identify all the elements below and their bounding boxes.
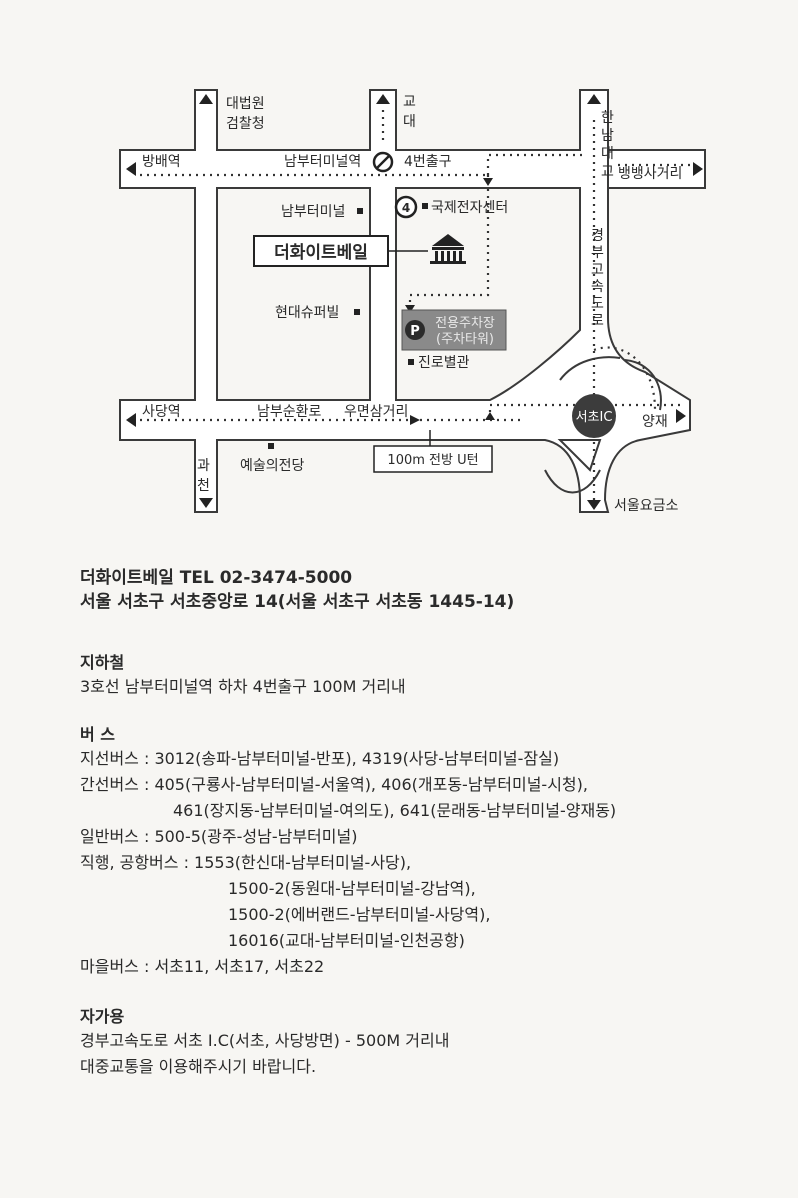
road-arrows <box>126 94 703 510</box>
bus-line: 직행, 공항버스 : 1553(한신대-남부터미널-사당), <box>80 853 412 872</box>
arrow-sadang-icon <box>126 413 136 427</box>
gyeongbu-label-3: 고 <box>591 262 604 278</box>
gyodae-label: 교 <box>403 94 416 110</box>
jinro-marker-icon <box>408 359 414 365</box>
route-yangjae-ramp <box>593 346 657 411</box>
parking-sub-label: (주차타워) <box>436 332 494 347</box>
arrow-route-icon <box>483 178 493 186</box>
hannam-label-3: 대 <box>601 146 614 162</box>
bus-line: 1500-2(동원대-남부터미널-강남역), <box>228 879 476 898</box>
uturn-note: 100m 전방 U턴 <box>373 430 493 473</box>
venue-label-box: 더화이트베일 <box>253 235 428 267</box>
yangjae-label: 양재 <box>642 414 668 430</box>
car-title: 자가용 <box>80 1007 125 1026</box>
bus-line: 간선버스 : 405(구룡사-남부터미널-서울역), 406(개포동-남부터미널… <box>80 775 588 794</box>
venue-address: 서울 서초구 서초중앙로 14(서울 서초구 서초동 1445-14) <box>80 592 515 612</box>
block-terminal <box>216 187 371 401</box>
parking-label: 전용주차장 <box>435 316 495 331</box>
exit4-badge-icon: 4 <box>394 195 418 219</box>
arrow-hannam-icon <box>587 94 601 104</box>
bus-line: 마을버스 : 서초11, 서초17, 서초22 <box>80 957 325 976</box>
arrow-gyodae-icon <box>376 94 390 104</box>
bus-title: 버 스 <box>80 725 116 744</box>
car-line: 대중교통을 이용해주시기 바랍니다. <box>80 1057 317 1076</box>
car-line: 경부고속도로 서초 I.C(서초, 사당방면) - 500M 거리내 <box>80 1031 450 1050</box>
venue-label: 더화이트베일 <box>274 243 368 263</box>
tollgate-label: 서울요금소 <box>614 498 679 514</box>
bus-line: 일반버스 : 500-5(광주-성남-남부터미널) <box>80 827 358 846</box>
court-label-2: 검찰청 <box>226 116 265 132</box>
hyundai-marker-icon <box>354 309 360 315</box>
building-icon <box>430 234 466 264</box>
directions-info: 더화이트베일 TEL 02-3474-5000 서울 서초구 서초중앙로 14(… <box>80 566 780 1080</box>
jinro-label: 진로별관 <box>418 355 470 371</box>
hannam-label-2: 남 <box>601 128 614 144</box>
bbaengbaeng-label: 뱅뱅사거리 <box>618 166 682 182</box>
gyeongbu-label-5: 도 <box>591 296 604 312</box>
arts-center-label: 예술의전당 <box>240 458 305 474</box>
city-blocks <box>216 149 706 401</box>
gwacheon-label: 과 <box>197 458 210 474</box>
no-entry-icon <box>372 151 394 173</box>
hannam-label-4: 교 <box>601 164 614 180</box>
bus-line: 461(장지동-남부터미널-여의도), 641(문래동-남부터미널-양재동) <box>173 801 617 820</box>
arrow-parking-icon <box>405 305 415 313</box>
venue-contact: 더화이트베일 TEL 02-3474-5000 <box>80 568 353 588</box>
gyeongbu-label-4: 속 <box>591 279 604 295</box>
bangbae-label: 방배역 <box>142 154 181 170</box>
seocho-ic-label: 서초IC <box>576 410 613 425</box>
arrow-yangjae-icon <box>676 409 686 423</box>
arrow-sadang-route-icon <box>410 415 420 425</box>
map-labels: 대법원 검찰청 교 대 한 남 대 교 방배역 남부터미널역 4번출구 뱅뱅사거… <box>142 94 682 514</box>
bus-line: 1500-2(에버랜드-남부터미널-사당역), <box>228 905 491 924</box>
arrow-gwacheon-icon <box>199 498 213 508</box>
poi-markers <box>268 203 428 449</box>
arrow-bangbae-icon <box>126 162 136 176</box>
subway-line: 3호선 남부터미널역 하차 4번출구 100M 거리내 <box>80 677 406 696</box>
exit4-label: 4번출구 <box>404 154 452 170</box>
routes <box>140 110 690 510</box>
block-east <box>607 149 706 189</box>
terminal-station-label: 남부터미널역 <box>284 154 361 170</box>
nambu-road-label: 남부순환로 <box>257 404 322 420</box>
terminal-label: 남부터미널 <box>281 204 345 220</box>
bus-line: 16016(교대-남부터미널-인천공항) <box>228 931 465 950</box>
subway-title: 지하철 <box>80 653 125 672</box>
gyeongbu-label-1: 경 <box>591 228 604 244</box>
terminal-marker-icon <box>357 208 363 214</box>
seocho-ic-badge: 서초IC <box>572 394 616 438</box>
intl-center-marker-icon <box>422 203 428 209</box>
arts-center-marker-icon <box>268 443 274 449</box>
intl-center-label: 국제전자센터 <box>431 200 508 216</box>
gwacheon-label-2: 천 <box>197 478 210 494</box>
hannam-label-1: 한 <box>601 110 614 126</box>
interchange <box>544 356 662 494</box>
location-map: 4 P 전용주차장 (주차타워) 서초IC 대법원 검찰청 교 대 <box>119 89 706 514</box>
route-uturn <box>488 403 520 420</box>
hyundai-label: 현대슈퍼빌 <box>275 305 339 321</box>
gyeongbu-label-2: 부 <box>591 245 604 261</box>
parking-icon: P <box>410 324 420 339</box>
court-label: 대법원 <box>226 96 265 112</box>
route-to-hannam <box>486 153 585 175</box>
uturn-label: 100m 전방 U턴 <box>387 453 478 468</box>
parking-box: P 전용주차장 (주차타워) <box>401 309 507 351</box>
woomyeon-label: 우면삼거리 <box>344 404 408 420</box>
gyeongbu-label-6: 로 <box>591 313 604 329</box>
sadang-label: 사당역 <box>142 404 181 420</box>
arrow-tollgate-icon <box>587 500 601 510</box>
gyodae-label-2: 대 <box>403 114 416 130</box>
arrow-court-icon <box>199 94 213 104</box>
bus-line: 지선버스 : 3012(송파-남부터미널-반포), 4319(사당-남부터미널-… <box>80 749 560 768</box>
exit-number: 4 <box>402 201 410 215</box>
arrow-uturn-icon <box>485 412 495 420</box>
arrow-bbaeng-icon <box>693 162 703 176</box>
